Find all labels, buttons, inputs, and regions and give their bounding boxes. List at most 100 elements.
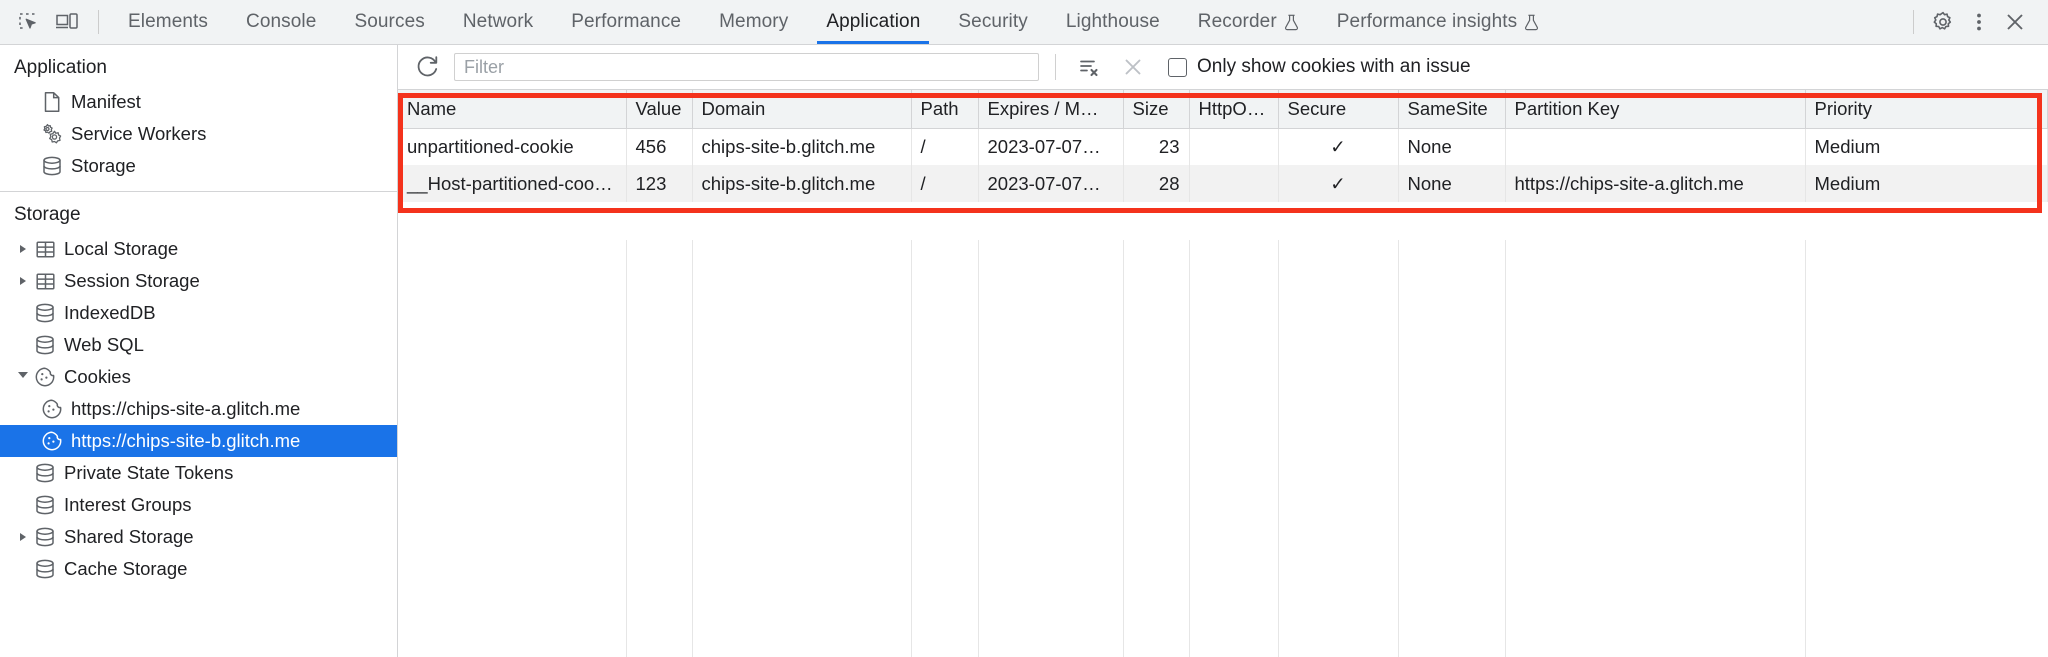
cell-samesite[interactable]: None — [1398, 165, 1506, 202]
sidebar-item-cache-storage[interactable]: Cache Storage — [0, 553, 397, 585]
cell-secure[interactable]: ✓ — [1278, 165, 1399, 202]
chevron-right-icon[interactable] — [14, 533, 31, 541]
tab-label: Network — [462, 11, 534, 32]
column-header-path[interactable]: Path — [911, 90, 979, 129]
tab-performance[interactable]: Performance — [552, 0, 700, 44]
column-header-name[interactable]: Name — [398, 90, 627, 129]
tab-sources[interactable]: Sources — [335, 0, 443, 44]
refresh-icon[interactable] — [412, 51, 444, 83]
cookie-icon — [38, 430, 66, 452]
kebab-menu-icon[interactable] — [1962, 5, 1996, 39]
tab-network[interactable]: Network — [444, 0, 552, 44]
chevron-right-icon[interactable] — [14, 277, 31, 285]
cell-name[interactable]: __Host-partitioned-cookie — [398, 165, 627, 202]
sidebar-item-label: Manifest — [71, 90, 141, 112]
chevron-right-icon[interactable] — [14, 245, 31, 253]
table-row[interactable]: unpartitioned-cookie 456 chips-site-b.gl… — [398, 128, 2048, 165]
database-icon — [31, 462, 59, 484]
chevron-down-icon[interactable] — [14, 372, 31, 382]
tab-lighthouse[interactable]: Lighthouse — [1047, 0, 1179, 44]
cookies-panel: Filter Only show cookies with — [398, 45, 2048, 657]
cell-samesite[interactable]: None — [1398, 128, 1506, 165]
devtools-body: Application Manifest — [0, 45, 2048, 657]
cell-path[interactable]: / — [911, 128, 979, 165]
tab-recorder[interactable]: Recorder — [1179, 0, 1318, 44]
column-header-size[interactable]: Size — [1123, 90, 1190, 129]
sidebar-item-storage[interactable]: Storage — [0, 150, 397, 182]
sidebar-item-cookies[interactable]: Cookies — [0, 361, 397, 393]
cell-domain[interactable]: chips-site-b.glitch.me — [692, 165, 912, 202]
sidebar-item-local-storage[interactable]: Local Storage — [0, 233, 397, 265]
table-body: unpartitioned-cookie 456 chips-site-b.gl… — [398, 128, 2048, 202]
only-issues-checkbox[interactable] — [1168, 57, 1187, 77]
cell-expires[interactable]: 2023-07-07… — [978, 165, 1124, 202]
table-icon — [31, 271, 59, 292]
cell-expires[interactable]: 2023-07-07… — [978, 128, 1124, 165]
inspect-element-icon[interactable] — [12, 5, 46, 39]
cell-secure[interactable]: ✓ — [1278, 128, 1399, 165]
sidebar-item-indexeddb[interactable]: IndexedDB — [0, 297, 397, 329]
tab-label: Memory — [719, 11, 789, 32]
column-header-samesite[interactable]: SameSite — [1398, 90, 1506, 129]
database-icon — [31, 558, 59, 580]
close-icon[interactable] — [1998, 5, 2032, 39]
cell-name[interactable]: unpartitioned-cookie — [398, 128, 627, 165]
devtools-tabbar: Elements Console Sources Network Perform… — [0, 0, 2048, 45]
sidebar-item-private-state-tokens[interactable]: Private State Tokens — [0, 457, 397, 489]
cell-domain[interactable]: chips-site-b.glitch.me — [692, 128, 912, 165]
tab-label: Recorder — [1197, 11, 1277, 32]
gear-icon[interactable] — [1926, 5, 1960, 39]
sidebar-item-shared-storage[interactable]: Shared Storage — [0, 521, 397, 553]
cell-value[interactable]: 123 — [626, 165, 693, 202]
sidebar-item-label: Service Workers — [71, 122, 207, 144]
cell-priority[interactable]: Medium — [1805, 128, 2048, 165]
only-issues-checkbox-row[interactable]: Only show cookies with an issue — [1168, 56, 1471, 78]
sidebar-item-web-sql[interactable]: Web SQL — [0, 329, 397, 361]
gears-icon — [38, 122, 66, 146]
sidebar-item-cookies-site-b[interactable]: https://chips-site-b.glitch.me — [0, 425, 397, 457]
delete-selected-icon[interactable] — [1116, 51, 1150, 83]
column-header-domain[interactable]: Domain — [692, 90, 912, 129]
tab-memory[interactable]: Memory — [700, 0, 807, 44]
column-header-partition-key[interactable]: Partition Key — [1505, 90, 1806, 129]
cell-httponly[interactable] — [1189, 128, 1279, 165]
column-header-priority[interactable]: Priority — [1805, 90, 2048, 129]
cell-httponly[interactable] — [1189, 165, 1279, 202]
sidebar-item-label: Session Storage — [64, 269, 200, 291]
clear-all-cookies-icon[interactable] — [1072, 51, 1106, 83]
tab-elements[interactable]: Elements — [109, 0, 227, 44]
sidebar-item-cookies-site-a[interactable]: https://chips-site-a.glitch.me — [0, 393, 397, 425]
column-header-value[interactable]: Value — [626, 90, 693, 129]
cell-partition-key[interactable]: https://chips-site-a.glitch.me — [1505, 165, 1806, 202]
experiment-flask-icon — [1524, 14, 1539, 31]
tab-performance-insights[interactable]: Performance insights — [1318, 0, 1558, 44]
table-icon — [31, 239, 59, 260]
table-row[interactable]: __Host-partitioned-cookie 123 chips-site… — [398, 165, 2048, 202]
tabbar-left-tools — [0, 0, 109, 44]
cell-path[interactable]: / — [911, 165, 979, 202]
sidebar-item-manifest[interactable]: Manifest — [0, 86, 397, 118]
cell-size[interactable]: 28 — [1123, 165, 1190, 202]
cell-value[interactable]: 456 — [626, 128, 693, 165]
tab-security[interactable]: Security — [939, 0, 1046, 44]
database-icon — [31, 494, 59, 516]
filter-input[interactable]: Filter — [454, 53, 1039, 81]
cell-partition-key[interactable] — [1505, 128, 1806, 165]
cell-size[interactable]: 23 — [1123, 128, 1190, 165]
cell-priority[interactable]: Medium — [1805, 165, 2048, 202]
sidebar-section-application: Application Manifest — [0, 45, 397, 192]
tab-console[interactable]: Console — [227, 0, 335, 44]
column-header-httponly[interactable]: HttpOnly — [1189, 90, 1279, 129]
column-header-expires[interactable]: Expires / M… — [978, 90, 1124, 129]
sidebar-item-label: Local Storage — [64, 237, 179, 259]
tabbar-divider — [98, 10, 99, 34]
sidebar-item-interest-groups[interactable]: Interest Groups — [0, 489, 397, 521]
tab-application[interactable]: Application — [807, 0, 939, 44]
column-header-secure[interactable]: Secure — [1278, 90, 1399, 129]
sidebar-item-session-storage[interactable]: Session Storage — [0, 265, 397, 297]
cookies-table-container: Name Value Domain Path Expires / M… Size… — [398, 90, 2048, 657]
sidebar-item-label: https://chips-site-a.glitch.me — [71, 397, 301, 419]
sidebar-item-label: Shared Storage — [64, 525, 194, 547]
sidebar-item-service-workers[interactable]: Service Workers — [0, 118, 397, 150]
device-toolbar-icon[interactable] — [50, 5, 84, 39]
